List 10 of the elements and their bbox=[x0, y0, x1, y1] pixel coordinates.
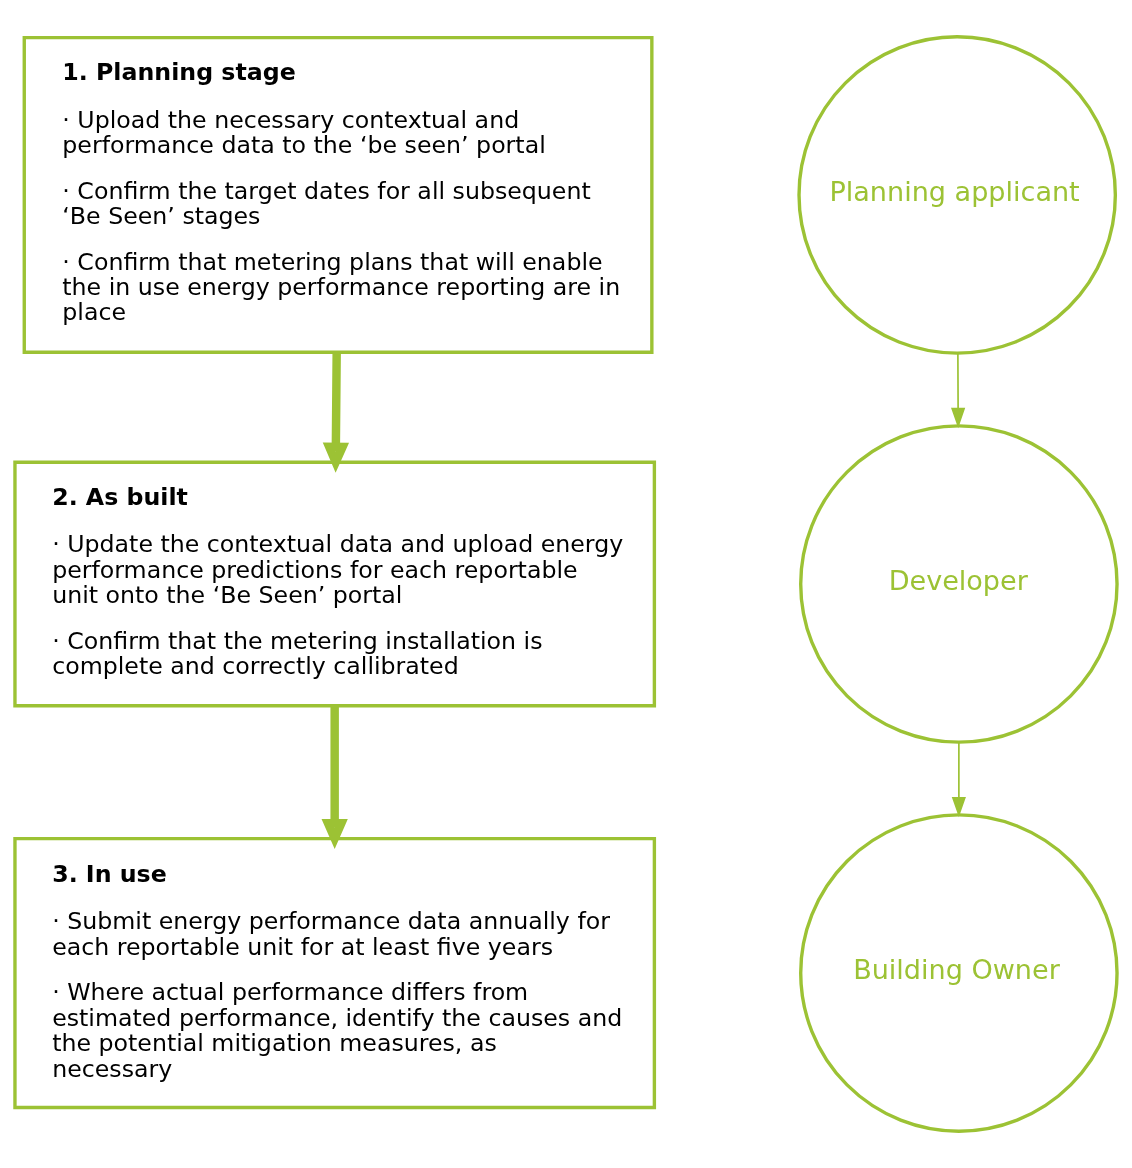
node-circle: Developer bbox=[799, 424, 1119, 744]
node-box: 2. As built · Update the contextual data and upload energy performance predictions for each reportable unit onto the ‘Be Seen’ portal · Confirm that the metering installation is complete and correctly callibrated bbox=[13, 460, 657, 708]
node-box: 3. In use · Submit energy performance data annually for each reportable unit for at least five years · Where actual performance differs from estimated performance, identify the causes and the potential mitigation measures, as necessary bbox=[13, 836, 657, 1110]
node-box: 1. Planning stage · Upload the necessary contextual and performance data to the ‘be seen’ portal · Confirm the target dates for all subsequent ‘Be Seen’ stages · Confirm that metering plans that will enable the in use energy performance reporting are in place bbox=[22, 35, 654, 354]
arrow bbox=[322, 352, 350, 473]
arrow bbox=[951, 352, 966, 429]
arrow bbox=[321, 706, 348, 849]
node-circle: Building Owner bbox=[799, 813, 1119, 1133]
arrow bbox=[951, 741, 966, 818]
node-circle: Planning applicant bbox=[797, 35, 1118, 355]
